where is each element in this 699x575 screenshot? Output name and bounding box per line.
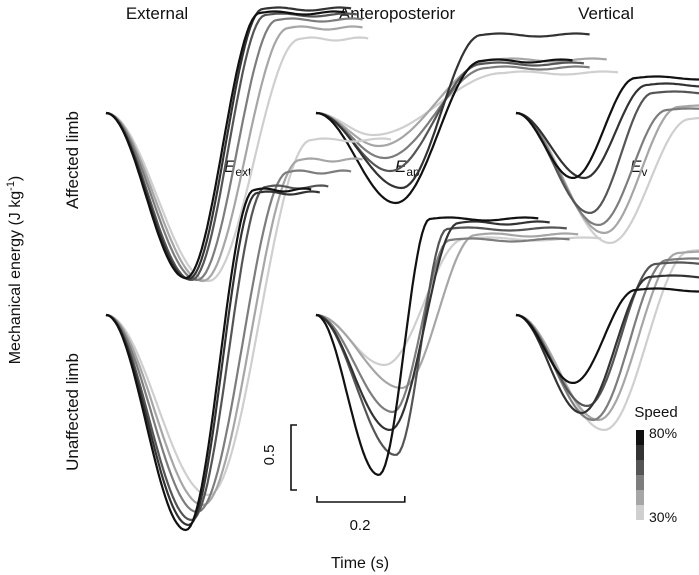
- panel-label-eext: Eext: [224, 157, 252, 179]
- series-line-p3-s0: [105, 187, 312, 532]
- column-title-external: External: [126, 4, 188, 23]
- series-line-p3-s5: [105, 137, 392, 496]
- panel-label-eext-sub: ext: [235, 165, 252, 179]
- series-line-p3-s3: [105, 169, 352, 513]
- series-line-p0-s3: [105, 17, 363, 282]
- series-line-p0-s4: [105, 25, 363, 283]
- legend-title: Speed: [634, 404, 677, 421]
- column-title-vertical: Vertical: [578, 4, 634, 23]
- legend-swatch-4: [636, 490, 644, 505]
- legend-swatch-2: [636, 460, 644, 475]
- legend-swatch-3: [636, 475, 644, 490]
- series-line-p3-s2: [105, 184, 329, 521]
- series-line-p5-s4: [515, 250, 699, 422]
- y-axis-label-close: ): [7, 176, 24, 181]
- y-axis-label-text: Mechanical energy (J kg: [7, 191, 24, 364]
- series-line-p1-s3: [315, 65, 590, 160]
- series-line-p0-s1: [105, 6, 352, 280]
- panel-label-ev: Ev: [630, 157, 647, 179]
- series-line-p4-s2: [315, 226, 567, 456]
- series-line-p2-s5: [515, 111, 699, 244]
- series-line-p0-s2: [105, 12, 357, 281]
- scale-bar-x-label: 0.2: [350, 517, 371, 534]
- series-line-p1-s2: [315, 61, 585, 173]
- chart-curves: [105, 6, 699, 532]
- series-line-p5-s0: [515, 287, 699, 384]
- y-axis-label: Mechanical energy (J kg-1): [5, 176, 24, 365]
- legend-color-bar: [636, 430, 644, 520]
- series-line-p0-s0: [105, 10, 346, 280]
- series-line-p4-s4: [315, 232, 579, 390]
- series-line-p2-s4: [515, 104, 699, 235]
- row-label-unaffected: Unaffected limb: [63, 353, 82, 471]
- legend-swatch-0: [636, 430, 644, 445]
- scale-bars: [290, 424, 406, 503]
- scale-bar-y-label: 0.5: [261, 445, 278, 466]
- panel-label-ev-sub: v: [641, 165, 647, 179]
- series-line-p3-s4: [105, 157, 363, 507]
- row-label-affected: Affected limb: [63, 111, 82, 209]
- x-axis-label: Time (s): [331, 555, 389, 572]
- scale-bar-vertical: [290, 424, 297, 491]
- scale-bar-horizontal: [316, 496, 406, 503]
- legend-max-label: 80%: [649, 425, 677, 441]
- legend-min-label: 30%: [649, 509, 677, 525]
- panel-label-ev-base: E: [630, 157, 642, 176]
- series-line-p4-s0: [315, 216, 539, 476]
- series-line-p4-s1: [315, 220, 550, 431]
- series-line-p0-s5: [105, 36, 369, 283]
- series-line-p1-s5: [315, 70, 619, 137]
- series-line-p2-s0: [515, 75, 699, 179]
- column-title-anteroposterior: Anteroposterior: [339, 4, 456, 23]
- series-line-p2-s3: [515, 107, 699, 226]
- y-axis-label-superscript: -1: [5, 181, 17, 191]
- series-line-p1-s1: [315, 32, 590, 190]
- series-line-p5-s3: [515, 257, 699, 421]
- series-line-p1-s0: [315, 58, 573, 205]
- series-line-p5-s2: [515, 261, 699, 407]
- series-line-p2-s2: [515, 90, 699, 214]
- series-line-p5-s1: [515, 274, 699, 415]
- series-line-p2-s1: [515, 82, 699, 180]
- legend-swatch-1: [636, 445, 644, 460]
- series-line-p3-s1: [105, 190, 320, 527]
- legend-swatch-5: [636, 505, 644, 520]
